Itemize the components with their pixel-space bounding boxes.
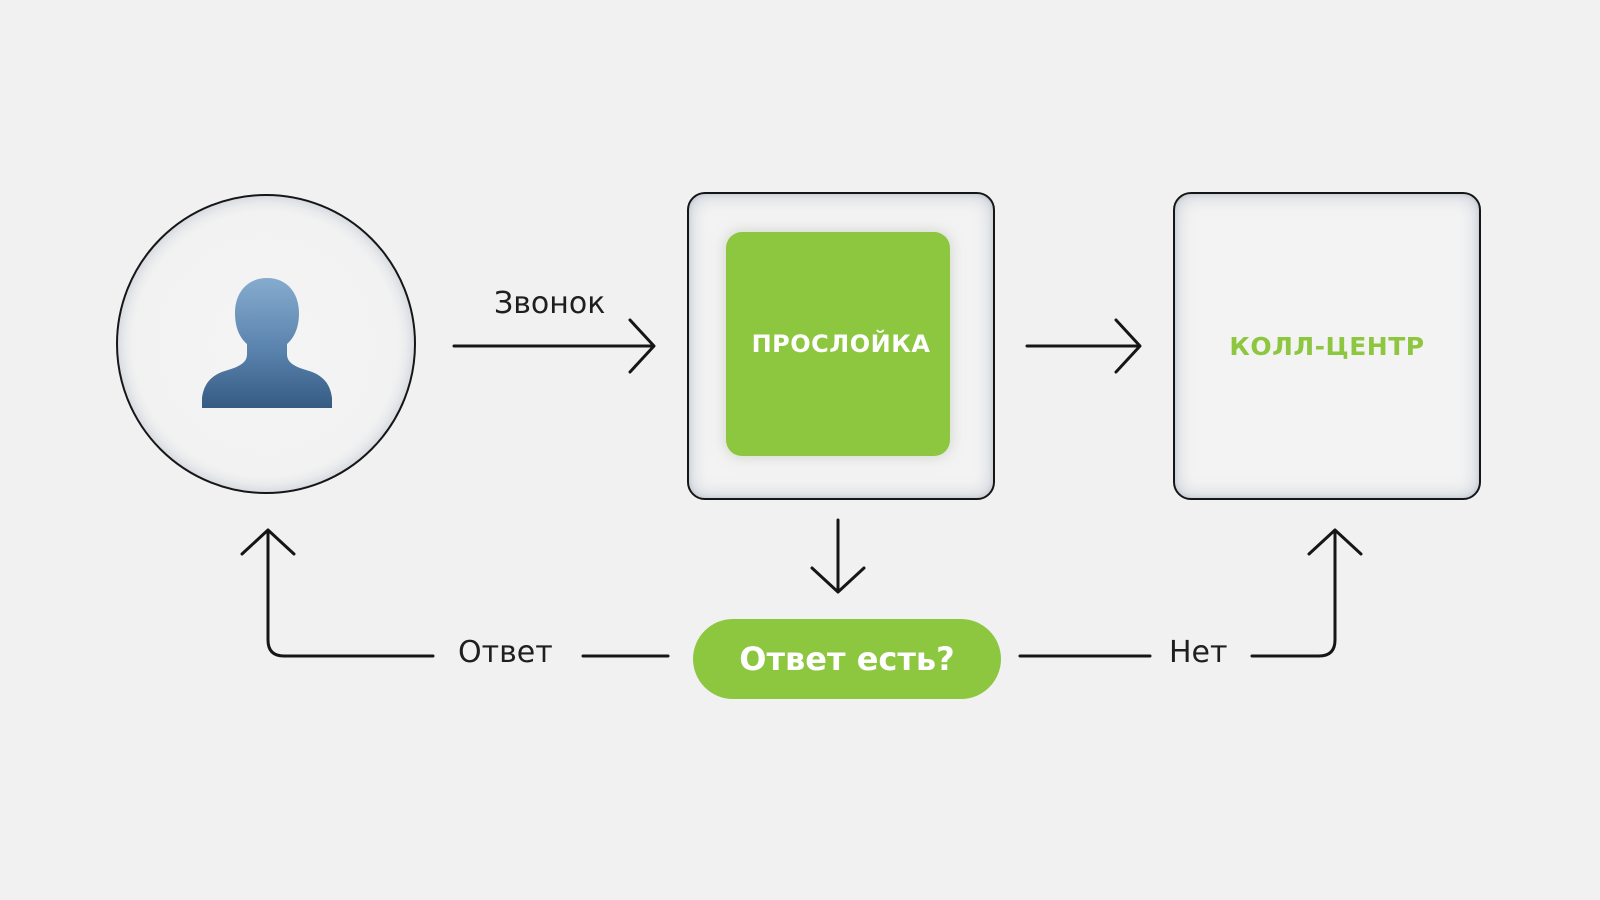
edge-label-no: Нет	[1169, 635, 1228, 670]
arrow-layer-to-callcenter	[1025, 318, 1142, 374]
edge-label-call: Звонок	[494, 286, 606, 321]
decision-node: Ответ есть?	[693, 619, 1001, 699]
layer-node: ПРОСЛОЙКА	[726, 232, 950, 456]
arrow-no-to-callcenter	[1018, 528, 1363, 658]
arrow-answer-to-user	[240, 528, 670, 658]
call-center-node	[1173, 192, 1481, 500]
call-center-label: КОЛЛ-ЦЕНТР	[1229, 331, 1425, 361]
layer-label: ПРОСЛОЙКА	[751, 330, 931, 358]
user-silhouette-icon	[202, 278, 332, 408]
edge-label-answer: Ответ	[458, 635, 553, 670]
arrow-layer-to-decision	[810, 518, 866, 594]
arrow-call	[452, 318, 656, 374]
